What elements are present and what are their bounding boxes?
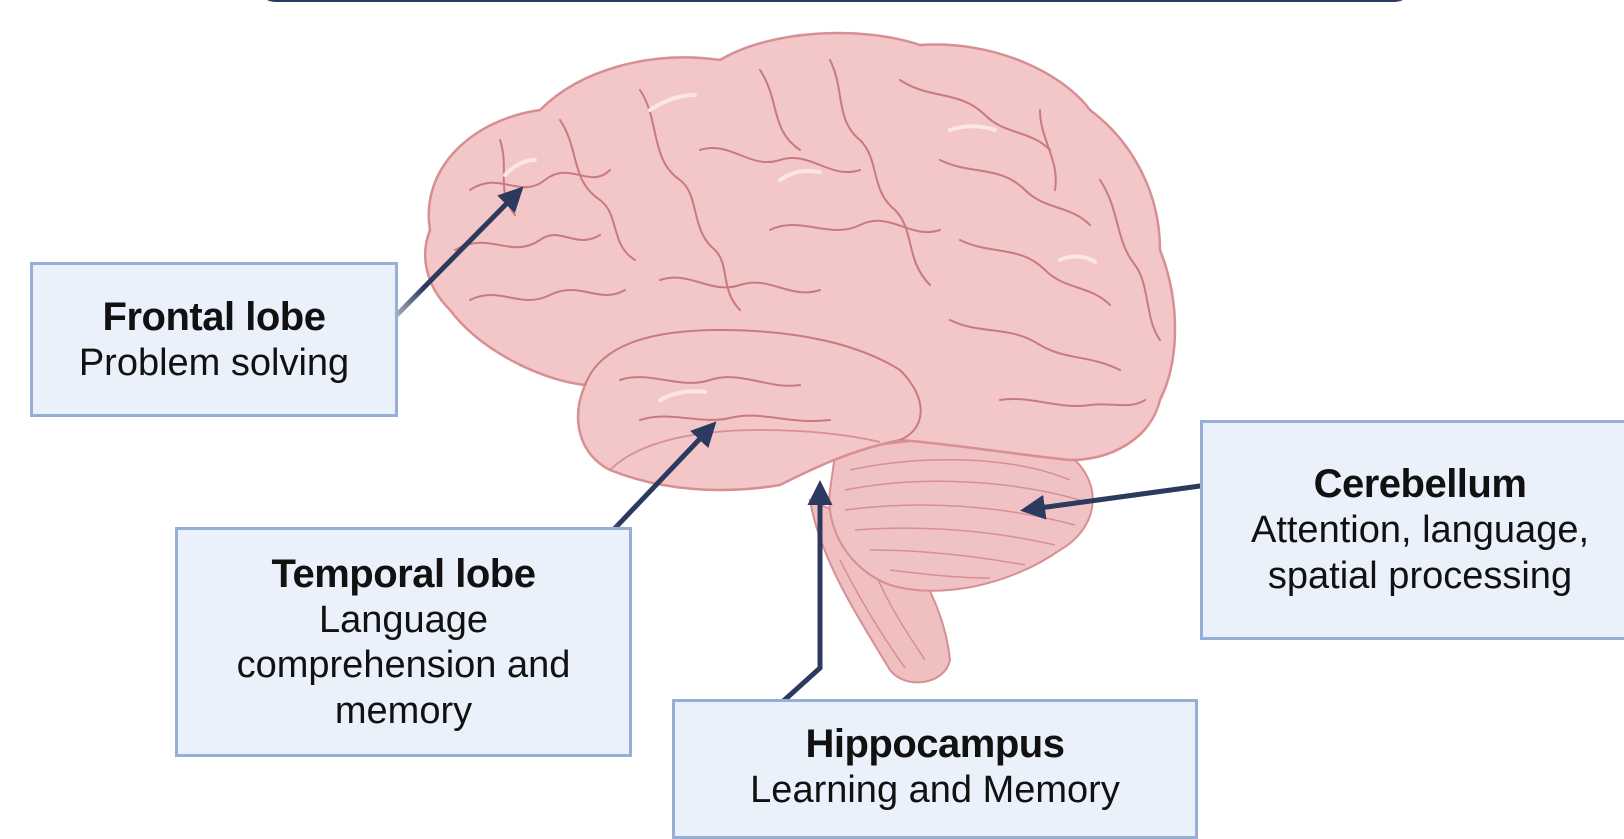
hippocampus-arrow bbox=[760, 485, 820, 722]
cerebellum-desc-line-2: spatial processing bbox=[1268, 554, 1572, 600]
temporal-lobe-desc-line-2: comprehension and bbox=[237, 643, 571, 689]
temporal-lobe-title: Temporal lobe bbox=[272, 550, 536, 598]
frontal-lobe-box: Frontal lobe Problem solving bbox=[30, 262, 398, 417]
cerebellum-shape bbox=[829, 439, 1092, 591]
hippocampus-title: Hippocampus bbox=[806, 720, 1065, 768]
temporal-lobe-box: Temporal lobe Language comprehension and… bbox=[175, 527, 632, 757]
hippocampus-desc: Learning and Memory bbox=[750, 768, 1120, 814]
frontal-lobe-desc: Problem solving bbox=[79, 341, 349, 387]
temporal-lobe-desc-line-1: Language bbox=[319, 598, 488, 644]
cerebellum-title: Cerebellum bbox=[1314, 460, 1527, 508]
cerebellum-desc-line-1: Attention, language, bbox=[1251, 508, 1589, 554]
cerebellum-box: Cerebellum Attention, language, spatial … bbox=[1200, 420, 1624, 640]
frontal-lobe-title: Frontal lobe bbox=[103, 293, 326, 341]
hippocampus-box: Hippocampus Learning and Memory bbox=[672, 699, 1198, 839]
temporal-lobe-desc-line-3: memory bbox=[335, 689, 472, 735]
cerebrum-shape bbox=[425, 33, 1175, 490]
